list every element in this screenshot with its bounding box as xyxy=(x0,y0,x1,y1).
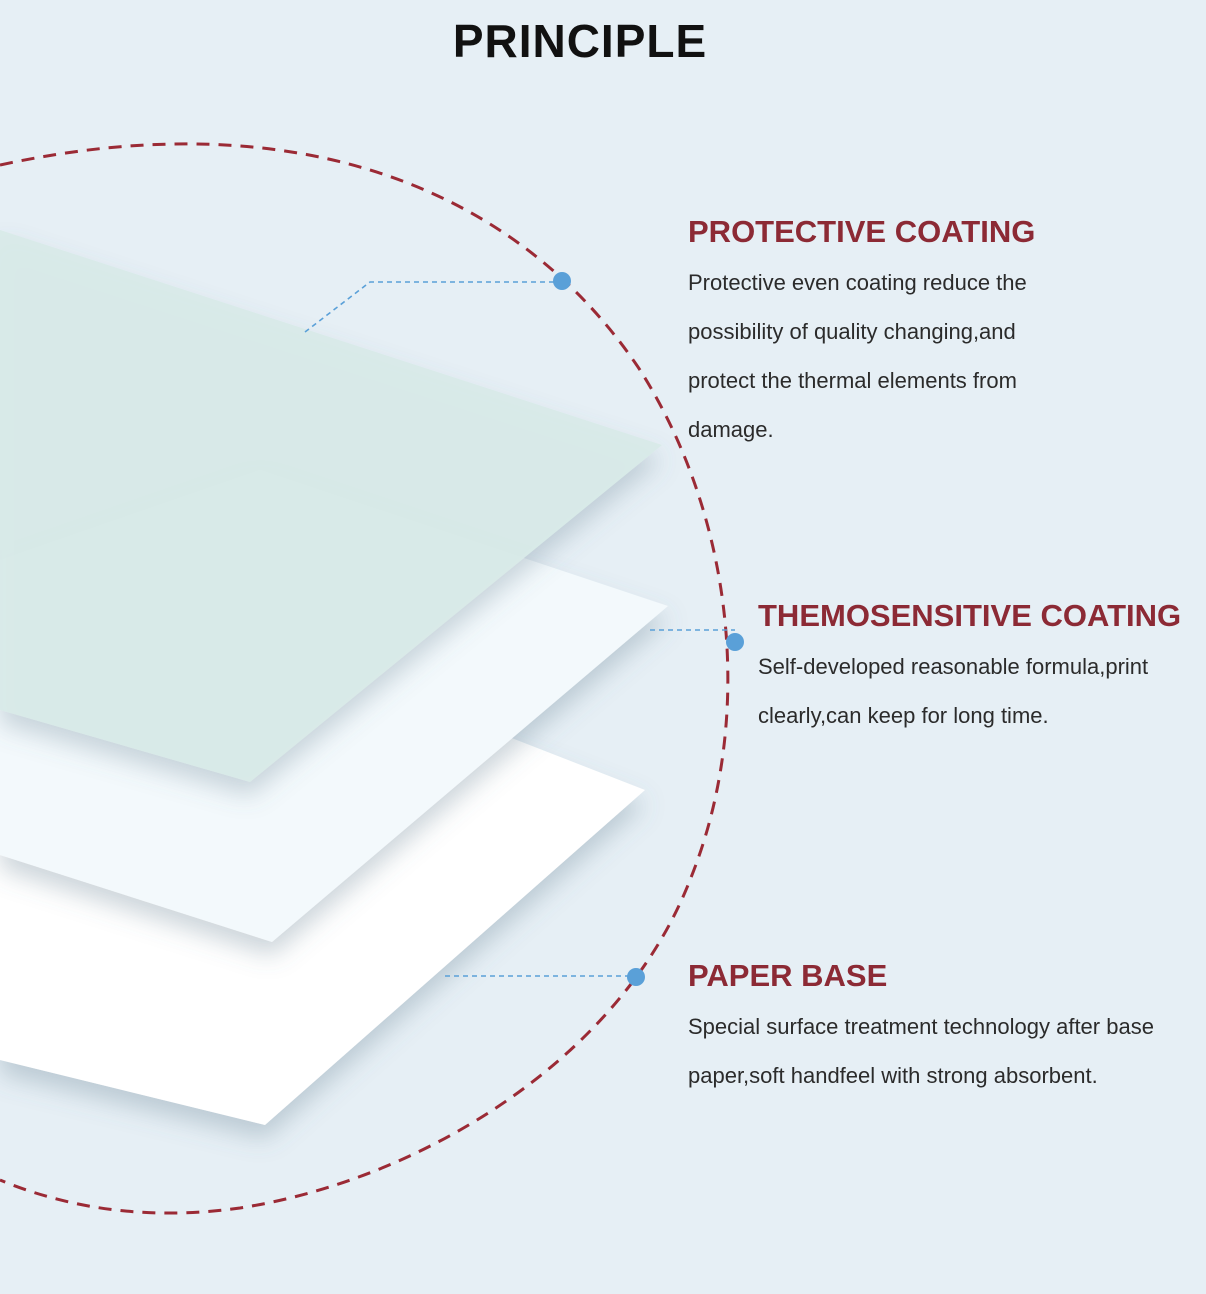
page-title: PRINCIPLE xyxy=(452,15,708,67)
connector-dot-paper-base xyxy=(627,968,645,986)
protective-coating-sheet xyxy=(0,230,662,782)
thermosensitive-coating-heading: THEMOSENSITIVE COATING xyxy=(758,598,1182,633)
protective-coating-heading: PROTECTIVE COATING xyxy=(688,214,1036,249)
paper-base-description: Special surface treatment technology aft… xyxy=(688,1014,1154,1088)
paper-base-info: PAPER BASE Special surface treatment tec… xyxy=(688,958,1203,1100)
dashed-circle xyxy=(0,142,730,1215)
connector-dot-protective xyxy=(553,272,571,290)
connector-dot-thermosensitive xyxy=(726,633,744,651)
protective-coating-info: PROTECTIVE COATING Protective even coati… xyxy=(688,214,1088,454)
protective-coating-description: Protective even coating reduce the possi… xyxy=(688,270,1027,442)
paper-base-heading: PAPER BASE xyxy=(688,958,888,993)
connector-line-protective xyxy=(304,281,562,333)
thermosensitive-coating-info: THEMOSENSITIVE COATING Self-developed re… xyxy=(758,598,1198,740)
thermosensitive-coating-description: Self-developed reasonable formula,print … xyxy=(758,654,1149,728)
